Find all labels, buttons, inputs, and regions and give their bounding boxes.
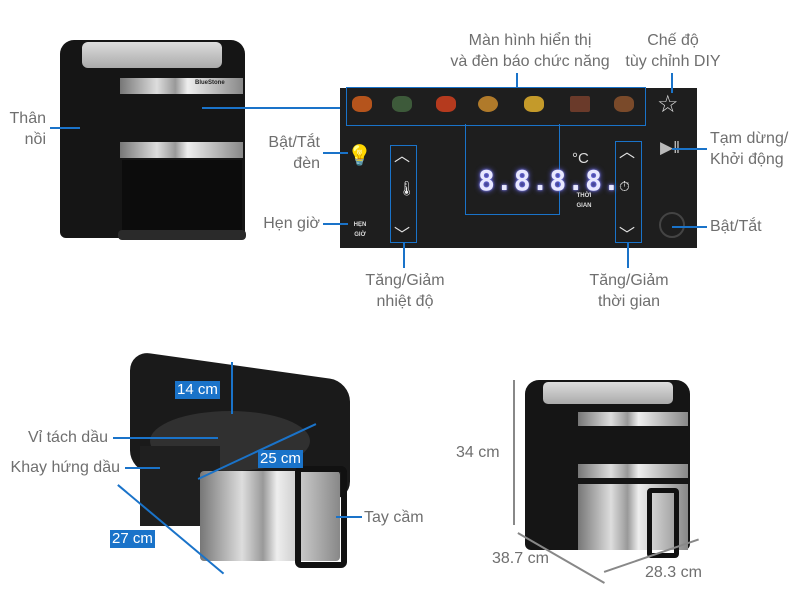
leader-body <box>50 127 80 129</box>
leader-power <box>672 226 707 228</box>
thermometer-icon: 🌡 <box>398 180 416 196</box>
stopwatch-icon: ⏱ <box>619 178 630 194</box>
leader-tray <box>125 467 160 469</box>
dim-width: 28.3 cm <box>645 564 702 581</box>
star-icon[interactable]: ☆ <box>657 91 679 118</box>
leader-handle <box>336 516 362 518</box>
display-highlight-digits <box>465 124 560 215</box>
dim-diagonal: 25 cm <box>258 450 303 468</box>
label-temp-adjust: Tăng/Giảm nhiệt độ <box>365 272 445 310</box>
shrimp-icon <box>436 96 456 112</box>
label-pause-start: Tạm dừng/ Khởi động <box>710 130 789 168</box>
dim-depth-2: 38.7 cm <box>492 550 549 567</box>
label-diy-mode: Chế độ tùy chỉnh DIY <box>625 32 721 70</box>
pizza-icon <box>478 96 498 112</box>
time-up-button[interactable]: ︿ <box>619 144 636 161</box>
depth-arrow <box>231 362 233 414</box>
vegetable-icon <box>392 96 412 112</box>
label-time-adjust: Tăng/Giảm thời gian <box>589 272 669 310</box>
fries-icon <box>524 96 544 112</box>
light-bulb-icon[interactable]: 💡 <box>347 145 372 167</box>
label-handle: Tay cầm <box>364 509 424 526</box>
leader-temp <box>403 242 405 268</box>
dim-height: 34 cm <box>456 444 500 461</box>
label-power: Bật/Tắt <box>710 218 762 235</box>
label-light-toggle: Bật/Tắt đèn <box>268 134 320 172</box>
power-icon[interactable] <box>659 212 685 238</box>
fryer-front-image: BlueStone <box>60 38 250 248</box>
temp-up-button[interactable]: ︿ <box>394 148 411 165</box>
leader-diy <box>671 73 673 93</box>
leader-timer <box>323 223 348 225</box>
timer-button[interactable]: HẸN GIỜ <box>353 222 367 238</box>
time-adjust-box <box>615 141 642 243</box>
time-label: THỜI GIAN <box>576 193 592 209</box>
height-arrow <box>513 380 515 525</box>
dim-length: 27 cm <box>110 530 155 548</box>
control-panel <box>340 88 697 248</box>
steak-icon <box>614 96 634 112</box>
led-display: 8.8.8.8. <box>478 164 621 197</box>
leader-pause <box>672 148 707 150</box>
play-pause-icon[interactable]: ▶‖ <box>660 138 681 157</box>
label-body: Thân nồi <box>9 110 46 148</box>
display-highlight-top <box>346 87 646 126</box>
brand-logo: BlueStone <box>195 80 225 86</box>
leader-grill <box>113 437 218 439</box>
celsius-unit: °C <box>572 150 589 167</box>
dim-depth: 14 cm <box>175 381 220 399</box>
fryer-dimension-image <box>525 378 690 558</box>
leader-time <box>627 242 629 268</box>
leader-display <box>516 73 518 88</box>
temp-down-button[interactable]: ﹀ <box>394 227 411 244</box>
chicken-icon <box>352 96 372 112</box>
basket-image <box>130 350 350 568</box>
leader-display-body <box>202 107 347 109</box>
label-tray: Khay hứng dầu <box>10 459 120 476</box>
label-grill: Vỉ tách dầu <box>27 429 108 446</box>
label-timer: Hẹn giờ <box>263 215 320 232</box>
leader-light <box>323 152 348 154</box>
time-down-button[interactable]: ﹀ <box>619 227 636 244</box>
cake-icon <box>570 96 590 112</box>
label-display: Màn hình hiển thị và đèn báo chức năng <box>450 32 610 70</box>
